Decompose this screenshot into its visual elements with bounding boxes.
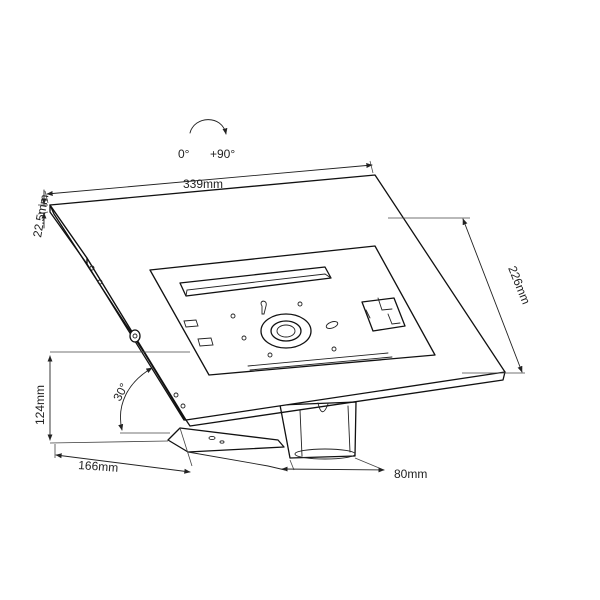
rotation-to-label: +90° xyxy=(210,147,235,161)
base-width-label: 80mm xyxy=(394,467,427,481)
dimension-stand-height: 124mm xyxy=(33,351,190,444)
base-depth-label: 166mm xyxy=(78,458,119,475)
stand-height-label: 124mm xyxy=(33,385,47,425)
base-plate xyxy=(167,427,286,471)
width-label: 339mm xyxy=(183,177,223,191)
rotation-from-label: 0° xyxy=(178,147,190,161)
screen-opening xyxy=(149,245,436,376)
rotation-indicator: 0° +90° xyxy=(178,119,235,161)
height-label: 226mm xyxy=(505,264,533,306)
dimension-width: 339mm xyxy=(44,160,374,204)
dimension-base-width: 80mm xyxy=(281,457,427,481)
vesa-mount xyxy=(260,313,312,349)
tilt-label: 30° xyxy=(110,381,131,404)
rotate-clockwise-icon xyxy=(189,119,228,135)
lock-icon xyxy=(129,329,141,343)
depth-label: 22.5mm xyxy=(30,193,51,238)
stand-column xyxy=(279,401,357,460)
dimension-base-depth: 166mm xyxy=(54,427,193,475)
dimension-depth: 22.5mm xyxy=(30,189,51,239)
right-clamp xyxy=(361,297,406,332)
